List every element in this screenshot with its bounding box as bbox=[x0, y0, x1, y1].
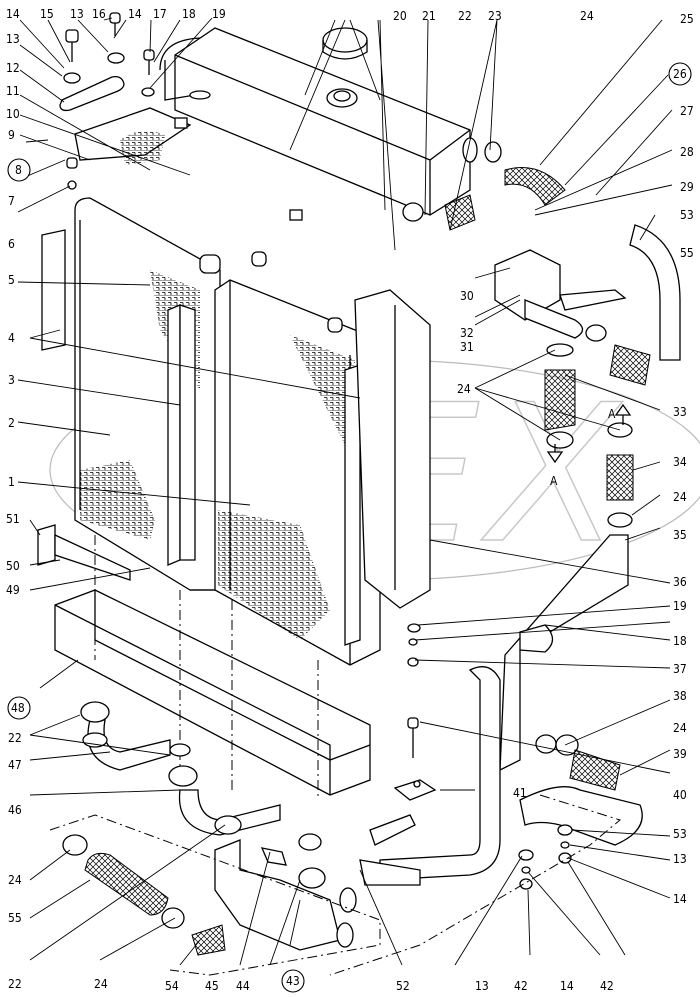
part-label: 55 bbox=[8, 911, 22, 925]
part-label: 24 bbox=[94, 977, 108, 991]
callout-circle-43 bbox=[281, 969, 305, 993]
part-label: 33 bbox=[673, 405, 687, 419]
part-label: 24 bbox=[457, 382, 471, 396]
part-label: 24 bbox=[673, 721, 687, 735]
part-label: 20 bbox=[393, 9, 407, 23]
part-label: 13 bbox=[70, 7, 84, 21]
left-radiator-core bbox=[41, 197, 221, 591]
part-label: 24 bbox=[580, 9, 594, 23]
part-label: 14 bbox=[128, 7, 142, 21]
part-label: 52 bbox=[396, 979, 410, 993]
part-labels: 14 15 13 16 14 17 18 19 20 21 22 23 24 2… bbox=[6, 7, 694, 993]
part-label: 10 bbox=[6, 107, 20, 121]
part-label-circled: 43 bbox=[286, 974, 300, 988]
right-radiator-core bbox=[214, 251, 381, 666]
part-label: 50 bbox=[6, 559, 20, 573]
part-label: 12 bbox=[6, 61, 20, 75]
part-label: 46 bbox=[8, 803, 22, 817]
part-label: 13 bbox=[475, 979, 489, 993]
section-marker-top: A bbox=[608, 403, 632, 425]
part-label: 35 bbox=[673, 528, 687, 542]
part-label: 7 bbox=[8, 194, 15, 208]
hose-upper bbox=[402, 141, 566, 231]
thermostat-housing bbox=[494, 249, 627, 342]
part-label: 38 bbox=[673, 689, 687, 703]
part-label: 39 bbox=[673, 747, 687, 761]
part-label: 28 bbox=[680, 145, 694, 159]
part-label: 17 bbox=[153, 7, 167, 21]
part-label: 45 bbox=[205, 979, 219, 993]
part-label: 54 bbox=[165, 979, 179, 993]
part-label: 36 bbox=[673, 575, 687, 589]
part-label: 23 bbox=[488, 9, 502, 23]
part-label: 14 bbox=[673, 892, 687, 906]
expansion-tank bbox=[159, 27, 478, 216]
bolts-top bbox=[63, 12, 155, 97]
part-label: 1 bbox=[8, 475, 15, 489]
part-label: 22 bbox=[8, 977, 22, 991]
part-label: 53 bbox=[680, 208, 694, 222]
part-label: 42 bbox=[600, 979, 614, 993]
part-label: 32 bbox=[460, 326, 474, 340]
brackets-top-left bbox=[59, 76, 303, 221]
bolts-right bbox=[407, 623, 421, 758]
part-label: 11 bbox=[6, 84, 20, 98]
part-label: 42 bbox=[514, 979, 528, 993]
part-label: 19 bbox=[212, 7, 226, 21]
pipe-53-upper bbox=[609, 224, 681, 386]
part-label: 53 bbox=[673, 827, 687, 841]
part-label: 4 bbox=[8, 331, 15, 345]
part-label: 6 bbox=[8, 237, 15, 251]
part-label: 24 bbox=[673, 490, 687, 504]
part-label: 40 bbox=[673, 788, 687, 802]
section-label-a-top: A bbox=[608, 407, 616, 421]
part-label: 3 bbox=[8, 373, 15, 387]
part-label: 5 bbox=[8, 273, 15, 287]
part-label: 24 bbox=[8, 873, 22, 887]
part-label: 18 bbox=[182, 7, 196, 21]
part-label: 30 bbox=[460, 289, 474, 303]
part-label: 2 bbox=[8, 416, 15, 430]
part-label: 31 bbox=[460, 340, 474, 354]
part-label: 34 bbox=[673, 455, 687, 469]
leader-lines bbox=[17, 17, 673, 966]
part-label: 21 bbox=[422, 9, 436, 23]
filler-cap-20 bbox=[322, 27, 368, 108]
part-label: 47 bbox=[8, 758, 22, 772]
part-label: 29 bbox=[680, 180, 694, 194]
part-label: 13 bbox=[673, 852, 687, 866]
part-label: 16 bbox=[92, 7, 106, 21]
part-label-circled: 48 bbox=[11, 701, 25, 715]
part-label: 22 bbox=[458, 9, 472, 23]
section-marker-bottom: A bbox=[546, 444, 564, 488]
part-label: 44 bbox=[236, 979, 250, 993]
section-label-a-bottom: A bbox=[550, 474, 558, 488]
callout-circle-48 bbox=[7, 696, 31, 720]
part-label: 27 bbox=[680, 104, 694, 118]
part-label-circled: 26 bbox=[673, 67, 687, 81]
part-label: 18 bbox=[673, 634, 687, 648]
part-label: 49 bbox=[6, 583, 20, 597]
bottom-tray bbox=[37, 524, 371, 800]
part-label: 19 bbox=[673, 599, 687, 613]
hose-55-lower bbox=[62, 834, 226, 956]
callout-circle-8 bbox=[7, 158, 31, 182]
part-label: 51 bbox=[6, 512, 20, 526]
part-label: 9 bbox=[8, 128, 15, 142]
part-label: 22 bbox=[8, 731, 22, 745]
part-label-circled: 8 bbox=[15, 163, 22, 177]
part-label: 25 bbox=[680, 12, 694, 26]
washers-lower-right bbox=[329, 779, 622, 976]
callout-circle-26 bbox=[668, 62, 692, 86]
part-label: 37 bbox=[673, 662, 687, 676]
side-shroud-36 bbox=[354, 289, 431, 609]
part-label: 13 bbox=[6, 32, 20, 46]
part-label: 55 bbox=[680, 246, 694, 260]
part-label: 15 bbox=[40, 7, 54, 21]
part-label: 14 bbox=[560, 979, 574, 993]
part-label: 41 bbox=[513, 786, 527, 800]
drain-manifold bbox=[49, 814, 381, 976]
part-label: 14 bbox=[6, 7, 20, 21]
